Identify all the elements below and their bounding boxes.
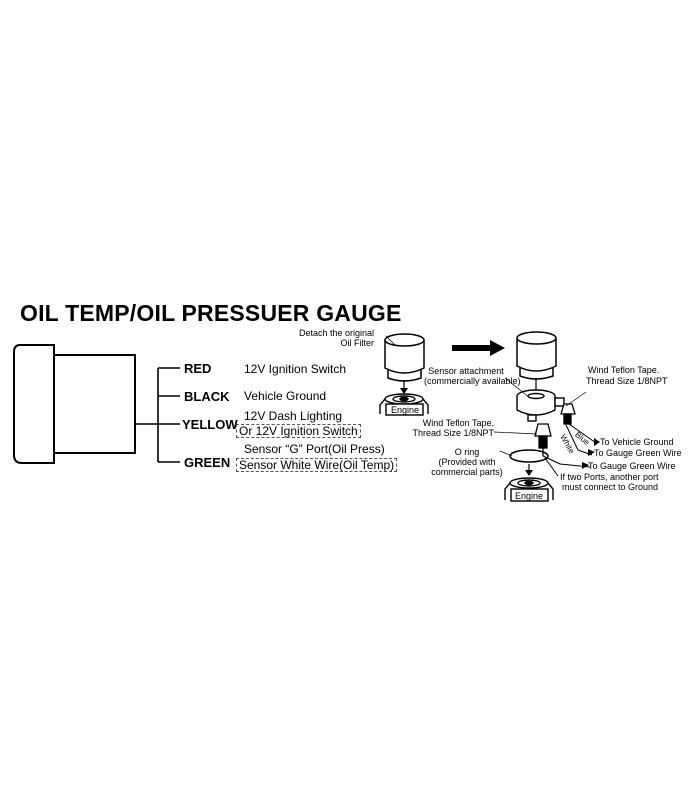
engine-mount-right-drawing — [504, 477, 554, 502]
arrow-down-oring-icon — [525, 464, 533, 476]
diagram-panel — [0, 292, 700, 506]
o-ring-drawing — [509, 449, 549, 463]
oil-filter-drawing — [384, 333, 425, 382]
detach-filter-label-2: Oil Filter — [340, 338, 375, 348]
wire-black-label: BLACK — [184, 389, 230, 404]
o-ring-label-1: O ring — [454, 447, 480, 457]
engine-label-right: Engine — [515, 491, 544, 501]
two-ports-note-2: must connect to Ground — [562, 482, 659, 492]
wire-yellow-label: YELLOW — [182, 417, 238, 432]
green-wire-arrow-2-icon — [582, 462, 589, 469]
sensor-adapter-drawing — [516, 389, 565, 422]
sensor-attachment-label-2: (commercially available) — [424, 376, 521, 386]
wire-green-desc-1: Sensor “G” Port(Oil Press) — [244, 442, 385, 456]
o-ring-label-3: commercial parts) — [431, 467, 503, 477]
teflon-right-label-2: Thread Size 1/8NPT — [586, 376, 668, 386]
engine-mount-left-drawing — [379, 393, 429, 416]
wire-harness — [135, 367, 180, 463]
diagram-title: OIL TEMP/OIL PRESSUER GAUGE — [20, 300, 402, 326]
wire-green-desc-2: Sensor White Wire(Oil Temp) — [236, 458, 398, 472]
wire-yellow-desc-1: 12V Dash Lighting — [244, 409, 343, 423]
wire-red-desc: 12V Ignition Switch — [244, 362, 347, 376]
temp-sensor-drawing — [560, 403, 576, 425]
teflon-right-label-1: Wind Teflon Tape. — [588, 365, 660, 375]
wire-yellow-desc-2: Or 12V Ignition Switch — [236, 424, 361, 438]
arrow-down-icon — [400, 380, 408, 394]
gauge-body-drawing — [13, 344, 136, 464]
teflon-left-label-1: Wind Teflon Tape. — [422, 418, 494, 428]
sensor-attachment-label-1: Sensor attachment — [428, 366, 504, 376]
wire-green-label: GREEN — [184, 455, 231, 470]
to-gauge-green-label-1: To Gauge Green Wire — [594, 448, 682, 458]
o-ring-label-2: (Provided with — [438, 457, 496, 467]
two-ports-note-1: If two Ports, another port — [560, 472, 659, 482]
wire-black-desc: Vehicle Ground — [244, 389, 327, 403]
teflon-left-label-2: Thread Size 1/8NPT — [412, 428, 494, 438]
ground-arrow-icon — [594, 438, 600, 446]
detach-filter-label-1: Detach the original — [298, 328, 374, 338]
oil-filter-installed-drawing — [516, 331, 557, 380]
to-vehicle-ground-label: To Vehicle Ground — [600, 437, 674, 447]
sensor-wires — [542, 423, 597, 477]
detach-leader — [385, 335, 396, 346]
arrow-right-icon — [452, 340, 505, 356]
green-wire-arrow-icon — [588, 449, 595, 456]
engine-label-left: Engine — [391, 405, 420, 415]
to-gauge-green-label-2: To Gauge Green Wire — [588, 461, 676, 471]
wire-red-label: RED — [184, 361, 212, 376]
